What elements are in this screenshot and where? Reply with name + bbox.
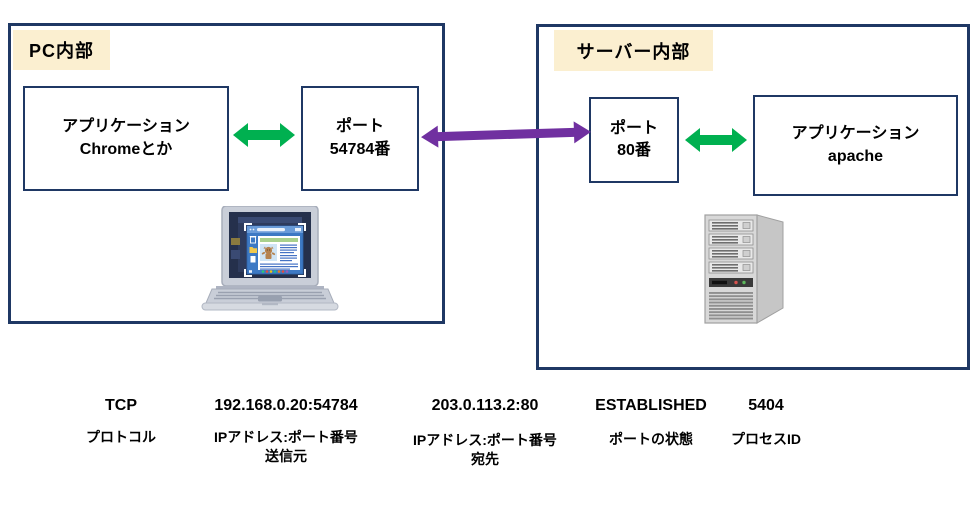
pc-port-line2: 54784番 <box>329 140 391 158</box>
server-application-box: アプリケーション apache <box>753 95 958 196</box>
server-tower-illustration <box>699 211 789 331</box>
server-application-line2: apache <box>827 147 884 165</box>
netstat-destination-value: 203.0.113.2:80 <box>431 397 539 414</box>
netstat-state-column: ESTABLISHED ポートの状態 <box>551 397 751 449</box>
pc-application-line2: Chromeとか <box>79 140 173 158</box>
netstat-state-label: ポートの状態 <box>609 431 693 447</box>
laptop-illustration <box>200 206 340 318</box>
netstat-destination-column: 203.0.113.2:80 IPアドレス:ポート番号 宛先 <box>385 397 585 469</box>
netstat-destination-label: IPアドレス:ポート番号 <box>413 432 557 448</box>
pc-application-box: アプリケーション Chromeとか <box>23 86 229 191</box>
netstat-state-value: ESTABLISHED <box>595 397 707 414</box>
server-port-line1: ポート <box>609 119 658 137</box>
netstat-process-label: プロセスID <box>731 431 801 447</box>
netstat-protocol-column: TCP プロトコル <box>71 397 171 447</box>
pc-port-line1: ポート <box>335 118 384 136</box>
server-port-line2: 80番 <box>617 142 651 159</box>
server-port-box: ポート 80番 <box>589 97 679 183</box>
pc-port-box: ポート 54784番 <box>301 86 419 191</box>
netstat-source-column: 192.168.0.20:54784 IPアドレス:ポート番号 送信元 <box>186 397 386 466</box>
netstat-source-value: 192.168.0.20:54784 <box>214 397 358 414</box>
pc-section-box <box>8 23 445 324</box>
netstat-source-label: IPアドレス:ポート番号 <box>214 429 358 445</box>
pc-section-title: PC内部 <box>13 30 110 70</box>
green-double-arrow-icon <box>232 120 296 150</box>
purple-double-arrow-icon <box>420 118 593 150</box>
pc-application-line1: アプリケーション <box>62 118 190 136</box>
server-application-line1: アプリケーション <box>791 125 920 143</box>
netstat-protocol-value: TCP <box>105 397 137 414</box>
netstat-process-column: 5404 プロセスID <box>691 397 841 449</box>
server-section-title: サーバー内部 <box>554 30 713 71</box>
netstat-source-sublabel: 送信元 <box>265 447 307 464</box>
green-double-arrow-icon <box>684 125 748 155</box>
server-section-box <box>536 24 970 370</box>
netstat-process-value: 5404 <box>748 397 784 414</box>
netstat-destination-sublabel: 宛先 <box>471 450 499 467</box>
netstat-protocol-label: プロトコル <box>86 429 156 445</box>
